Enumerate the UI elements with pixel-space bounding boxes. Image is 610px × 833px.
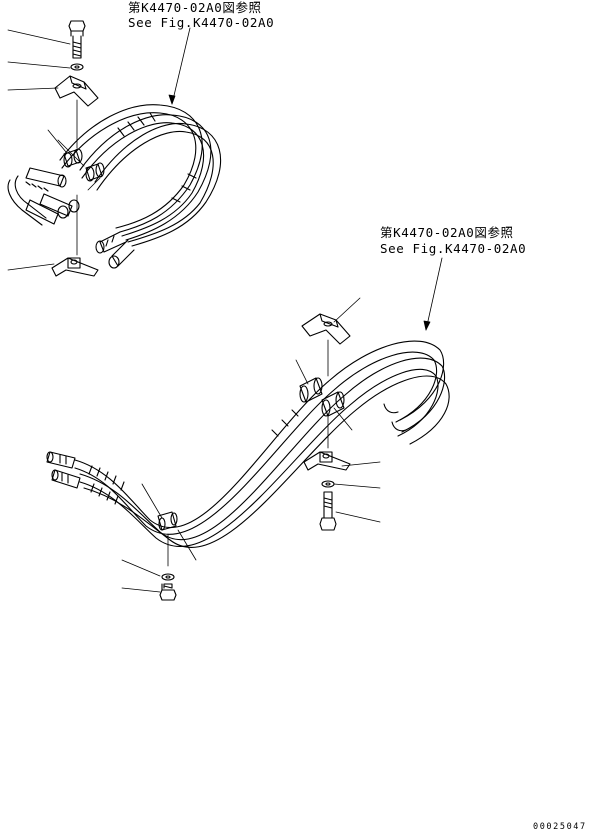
upper-clamp-bottom xyxy=(51,257,99,277)
lower-hose-ends xyxy=(383,403,407,432)
lower-hoses xyxy=(74,340,450,548)
reference-label-lower-en: See Fig.K4470-02A0 xyxy=(380,241,527,256)
lower-left-bolt xyxy=(159,583,177,601)
upper-clamp-top xyxy=(54,75,99,107)
lower-left-washer xyxy=(161,573,175,581)
upper-grommets xyxy=(63,148,105,182)
upper-hose-fittings xyxy=(7,167,80,226)
reference-label-lower-jp: 第K4470-02A0図参照 xyxy=(380,225,514,240)
upper-bolt xyxy=(68,20,86,59)
lower-leader-lines xyxy=(121,257,443,593)
upper-hoses xyxy=(59,104,222,247)
lower-right-bolt xyxy=(319,491,337,531)
upper-right-fittings xyxy=(95,231,135,269)
drawing-code: 00025047 xyxy=(533,822,587,832)
upper-assembly xyxy=(7,20,222,277)
lower-clamp-bottom xyxy=(303,451,351,471)
upper-leader-lines xyxy=(7,27,191,271)
lower-clamp-top xyxy=(301,313,351,345)
upper-washer xyxy=(70,63,84,71)
lower-left-fittings xyxy=(46,451,81,489)
reference-label-upper-jp: 第K4470-02A0図参照 xyxy=(128,0,262,15)
lower-assembly xyxy=(46,257,450,601)
lower-grommets xyxy=(157,377,345,531)
lower-right-washer xyxy=(321,480,335,488)
reference-label-upper-en: See Fig.K4470-02A0 xyxy=(128,15,275,30)
